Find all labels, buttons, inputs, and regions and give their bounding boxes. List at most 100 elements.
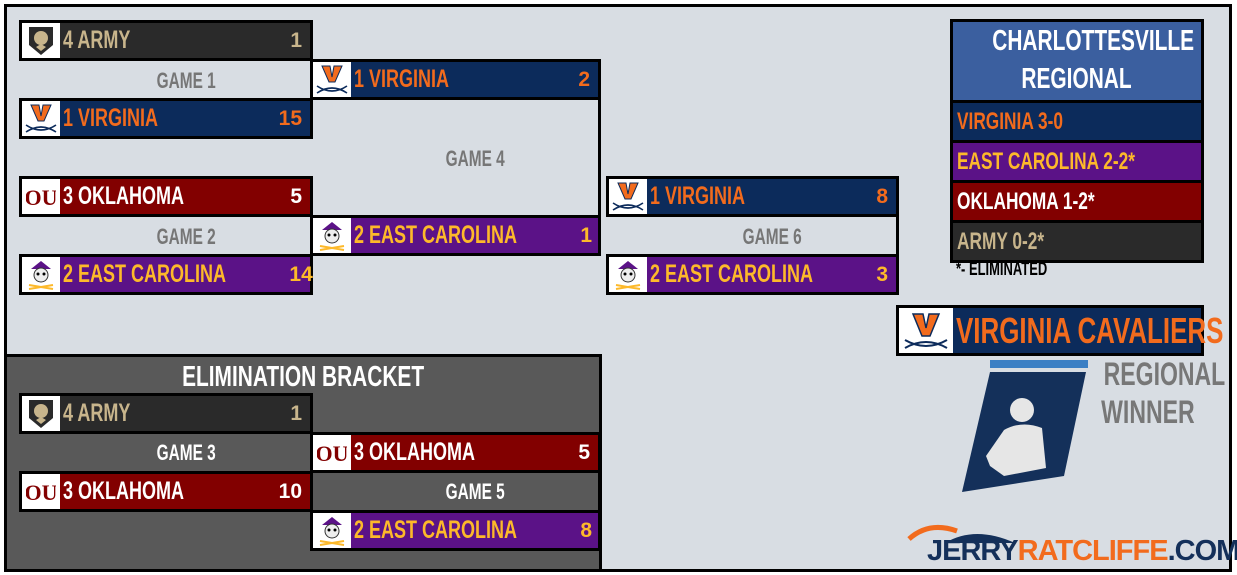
game5-connector [598,470,601,512]
standings-row-oklahoma: OKLAHOMA 1-2* [953,183,1201,220]
team-score: 8 [580,518,593,542]
standings-text: EAST CAROLINA 2-2* [957,148,1135,175]
ecu-logo-icon [22,257,60,292]
team-name: 3 OKLAHOMA [354,438,476,466]
team-name: 4 ARMY [63,399,131,427]
game4-bottom-team: 2 EAST CAROLINA 1 [310,215,601,256]
ecu-logo-icon [313,218,351,253]
game6-bottom-team: 2 EAST CAROLINA 3 [606,254,899,295]
regional-winner-line2: WINNER [1100,394,1195,430]
standings-row-army: ARMY 0-2* [953,223,1201,260]
game4-top-team: 1 VIRGINIA 2 [310,59,601,100]
jerryratcliffe-logo: JERRYRATCLIFFE.COM [905,521,1237,571]
game-label-text: GAME 4 [445,146,505,171]
ecu-logo-icon [313,513,351,548]
team-name: 2 EAST CAROLINA [63,260,227,288]
svg-text:OU: OU [26,185,56,210]
standings-row-virginia: VIRGINIA 3-0 [953,103,1201,140]
team-name-cell: 3 OKLAHOMA [60,179,270,214]
game5-bottom-team: 2 EAST CAROLINA 8 [310,510,601,551]
game-label-text: GAME 5 [445,479,505,504]
team-name: 4 ARMY [63,26,131,54]
game3-bottom-team: OU 3 OKLAHOMA 10 [19,471,313,512]
virginia-logo-icon [313,62,351,97]
team-name-cell: 4 ARMY [60,23,270,58]
game-label-text: GAME 3 [156,440,216,465]
regional-winner-line1: REGIONAL [1103,356,1226,392]
svg-text:OU: OU [26,480,56,505]
team-score: 15 [278,106,302,130]
game5-label: GAME 5 [375,479,575,505]
standings-row-east-carolina: EAST CAROLINA 2-2* [953,143,1201,180]
team-name: 1 VIRGINIA [650,182,746,210]
team-score: 8 [876,184,888,208]
game6-connector [896,214,899,256]
hat-icon [907,524,1015,543]
game-label-text: GAME 1 [156,68,216,93]
game-label-text: GAME 6 [742,224,802,249]
team-score: 3 [876,262,889,286]
game4-connector [598,97,601,217]
virginia-logo-icon [899,308,953,353]
game1-bottom-team: 1 VIRGINIA 15 [19,98,313,139]
team-name-cell: 4 ARMY [60,396,270,431]
brand-tld: .COM [1167,535,1237,567]
team-name-cell: 1 VIRGINIA [647,179,856,214]
elimination-bracket-title: ELIMINATION BRACKET [181,361,425,393]
team-name: 1 VIRGINIA [63,104,159,132]
game3-top-team: 4 ARMY 1 [19,393,313,434]
standings-table: CHARLOTTESVILLE REGIONAL VIRGINIA 3-0 EA… [950,19,1204,263]
army-logo-icon [22,23,60,58]
ncaa-baseball-logo-icon [962,360,1088,492]
game6-top-team: 1 VIRGINIA 8 [606,176,899,217]
game1-label: GAME 1 [86,68,286,94]
standings-text: OKLAHOMA 1-2* [957,188,1095,215]
team-name: 3 OKLAHOMA [63,182,185,210]
team-name-cell: 2 EAST CAROLINA [351,513,580,548]
standings-text: VIRGINIA 3-0 [957,108,1063,135]
brand-second: RATCLIFFE [1017,535,1169,567]
army-logo-icon [22,396,60,431]
team-name-cell: 3 OKLAHOMA [351,435,558,470]
winner-team-name: VIRGINIA CAVALIERS [956,309,1224,351]
team-score: 2 [578,67,590,91]
game5-top-team: OU 3 OKLAHOMA 5 [310,432,601,473]
team-score: 1 [290,401,302,425]
team-name: 1 VIRGINIA [354,65,450,93]
team-name: 3 OKLAHOMA [63,477,185,505]
team-name-cell: 1 VIRGINIA [351,62,558,97]
standings-title-line2: REGIONAL [1021,63,1133,95]
game2-label: GAME 2 [86,224,286,250]
brand-first: JERRY [927,535,1019,567]
virginia-logo-icon [22,101,60,136]
game4-label: GAME 4 [375,146,575,172]
eliminated-note: *- ELIMINATED [956,259,1048,279]
game6-label: GAME 6 [672,224,872,250]
team-score: 5 [290,184,302,208]
team-score: 10 [278,479,302,503]
team-name-cell: 2 EAST CAROLINA [351,218,580,253]
team-name-cell: 2 EAST CAROLINA [60,257,289,292]
game-label-text: GAME 2 [156,224,216,249]
team-score: 1 [580,223,593,247]
ecu-logo-icon [609,257,647,292]
oklahoma-logo-icon: OU [22,179,60,214]
standings-title-line1: CHARLOTTESVILLE [992,25,1195,57]
standings-text: ARMY 0-2* [957,228,1045,255]
team-name: 2 EAST CAROLINA [354,221,518,249]
game3-label: GAME 3 [86,440,286,466]
elimination-bracket-panel: ELIMINATION BRACKET [4,354,602,572]
standings-header: CHARLOTTESVILLE REGIONAL [953,22,1201,100]
game2-top-team: OU 3 OKLAHOMA 5 [19,176,313,217]
team-name: 2 EAST CAROLINA [650,260,814,288]
team-score: 5 [578,440,590,464]
virginia-logo-icon [609,179,647,214]
team-name-cell: 3 OKLAHOMA [60,474,270,509]
svg-text:OU: OU [317,441,347,466]
team-name: 2 EAST CAROLINA [354,516,518,544]
team-name-cell: 1 VIRGINIA [60,101,270,136]
regional-winner-box: VIRGINIA CAVALIERS [896,305,1223,356]
oklahoma-logo-icon: OU [22,474,60,509]
